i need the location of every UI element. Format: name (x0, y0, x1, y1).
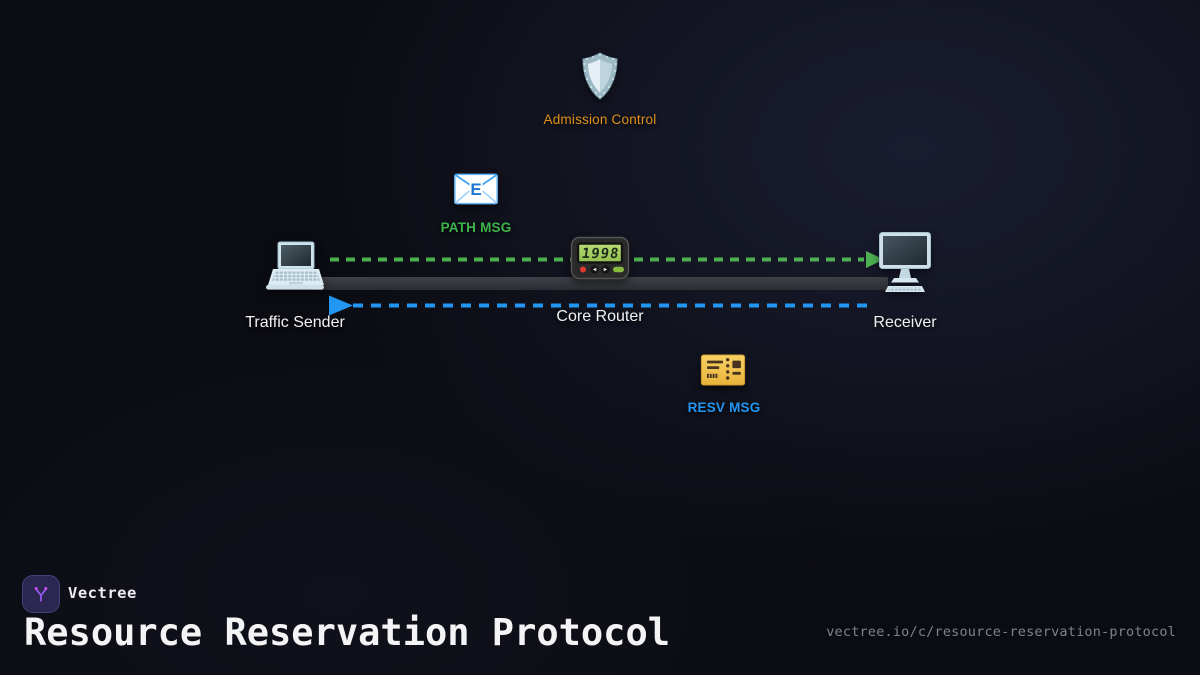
shield-icon (580, 52, 620, 105)
resv-msg-label: RESV MSG (687, 400, 761, 415)
monitor-icon (876, 231, 934, 300)
traffic-sender-label: Traffic Sender (245, 314, 345, 331)
receiver-label: Receiver (873, 314, 937, 331)
path-msg-label: PATH MSG (440, 220, 512, 235)
brand-name: Vectree (68, 584, 137, 602)
vectree-branch-icon (34, 586, 48, 602)
core-router-label: Core Router (556, 308, 644, 325)
resv-arrowhead-icon (329, 295, 353, 316)
page-title: Resource Reservation Protocol (24, 611, 671, 654)
laptop-icon (263, 241, 327, 300)
network-pipe (313, 277, 888, 290)
email-icon: E (453, 173, 499, 210)
pager-display-value: 1998 (581, 246, 621, 262)
page-url: vectree.io/c/resource-reservation-protoc… (826, 624, 1176, 640)
pager-icon: 1998 (570, 236, 630, 287)
ticket-icon (700, 354, 746, 391)
vectree-logo (22, 575, 60, 613)
admission-control-label: Admission Control (543, 112, 657, 127)
envelope-letter: E (470, 180, 481, 199)
path-arrowhead-icon (866, 251, 884, 268)
